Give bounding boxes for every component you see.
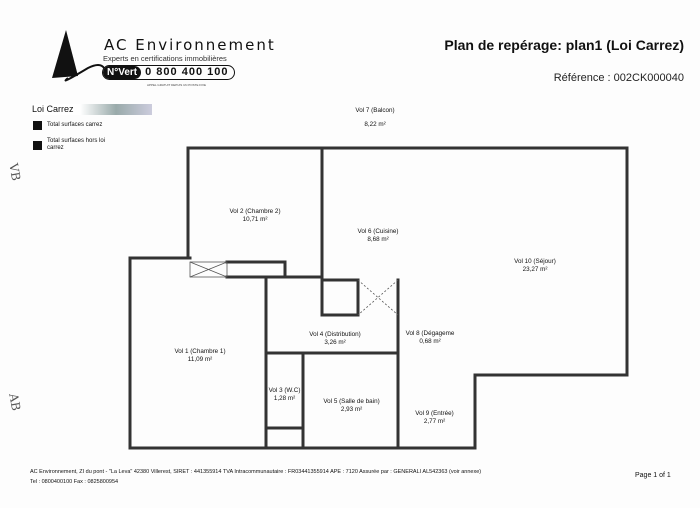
room-area: 2,77 m² — [423, 418, 446, 425]
reference: Référence : 002CK000040 — [553, 72, 684, 84]
room-name: Vol 7 (Balcon) — [355, 107, 395, 114]
legend-swatch — [33, 121, 42, 130]
legend-title: Loi Carrez — [32, 104, 152, 115]
room-area: 3,26 m² — [324, 339, 346, 346]
page-title: Plan de repérage: plan1 (Loi Carrez) — [444, 37, 684, 53]
room-name: Vol 2 (Chambre 2) — [229, 208, 281, 215]
room-name: Vol 3 (W.C) — [268, 387, 301, 394]
room-name: Vol 1 (Chambre 1) — [174, 348, 226, 355]
room-name: Vol 8 (Dégageme — [405, 330, 455, 337]
brand-name: AC Environnement — [104, 36, 276, 54]
page-number: Page 1 of 1 — [635, 472, 671, 479]
room-label-chambre-1: Vol 1 (Chambre 1)11,09 m² — [150, 348, 250, 364]
legend-swatch — [33, 141, 42, 150]
room-name: Vol 9 (Entrée) — [415, 410, 454, 417]
room-label-salle-de-bain: Vol 5 (Salle de bain)2,93 m² — [305, 398, 398, 414]
room-label-chambre-2: Vol 2 (Chambre 2)10,71 m² — [210, 208, 300, 224]
footer-contact: Tel : 0800400100 Fax : 0825800954 — [30, 479, 119, 485]
room-label-distribution: Vol 4 (Distribution)3,26 m² — [290, 331, 380, 347]
room-area: 11,09 m² — [187, 356, 213, 363]
room-label-balcon: Vol 7 (Balcon) 8,22 m² — [335, 107, 415, 129]
room-label-cuisine: Vol 6 (Cuisine)8,68 m² — [338, 228, 418, 244]
room-area: 2,93 m² — [340, 406, 363, 413]
legend-item: Total surfaces hors loi carrez — [47, 138, 106, 151]
room-label-sejour: Vol 10 (Séjour)23,27 m² — [490, 258, 580, 274]
room-name: Vol 10 (Séjour) — [514, 258, 556, 265]
room-label-wc: Vol 3 (W.C)1,28 m² — [266, 387, 303, 403]
room-area: 23,27 m² — [522, 266, 548, 273]
phone-badge: N°Vert 0 800 400 100 — [102, 65, 236, 80]
legend-item: Total surfaces carrez — [47, 122, 103, 128]
room-area: 1,28 m² — [273, 395, 296, 402]
room-area: 10,71 m² — [242, 216, 268, 223]
room-area: 8,68 m² — [367, 236, 389, 243]
room-name: Vol 4 (Distribution) — [309, 331, 361, 338]
footer-company-info: AC Environnement, ZI du pont - "La Leva"… — [30, 469, 482, 475]
nv-label: N°Vert — [103, 66, 142, 79]
phone-note: APPEL GRATUIT DEPUIS UN POSTE FIXE — [147, 83, 206, 87]
logo-tree-icon — [52, 30, 105, 82]
room-name: Vol 6 (Cuisine) — [357, 228, 399, 235]
phone-number: 0 800 400 100 — [145, 66, 229, 78]
room-area: 0,68 m² — [419, 338, 441, 345]
room-area: 8,22 m² — [364, 121, 386, 128]
room-name: Vol 5 (Salle de bain) — [323, 398, 380, 405]
room-label-entree: Vol 9 (Entrée)2,77 m² — [402, 410, 467, 426]
brand-tagline: Experts en certifications immobilières — [103, 54, 227, 63]
